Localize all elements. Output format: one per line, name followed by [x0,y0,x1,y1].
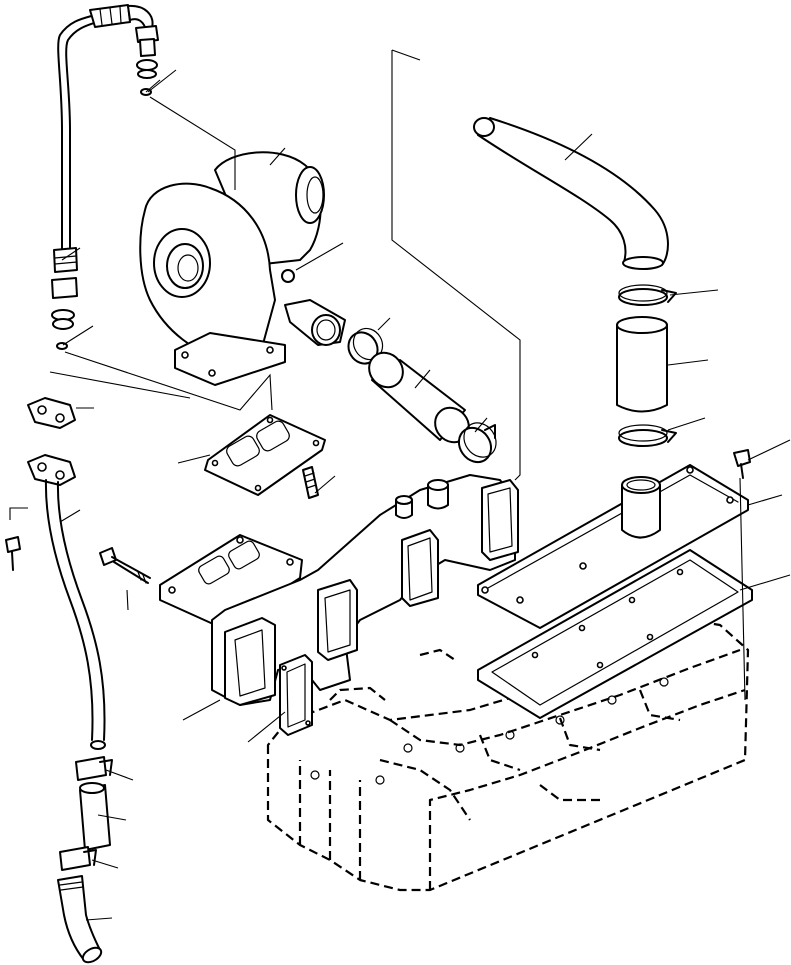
oil-return-tube [5,397,113,964]
callout-leaders [59,69,791,921]
cover-gasket [477,549,753,719]
air-hose [473,117,669,270]
turbo-outlet-pipe [284,299,346,346]
intake-cover [477,464,749,629]
turbocharger [139,151,325,386]
exhaust-manifold [159,474,519,706]
hose-clamp-middle-lower [457,422,497,464]
exhaust-port-gasket [279,654,313,736]
oil-supply-tube [51,4,159,350]
intercooler-hose [368,351,470,444]
manifold-bolt [99,547,151,584]
turbo-gasket [204,414,326,496]
bolt-right [733,449,751,479]
hose-clamp-upper-right [618,284,677,306]
assembly-lines [9,49,746,701]
hose-sleeve-right [616,316,668,413]
hose-clamp-lower-right [618,424,677,447]
stud [302,466,319,499]
